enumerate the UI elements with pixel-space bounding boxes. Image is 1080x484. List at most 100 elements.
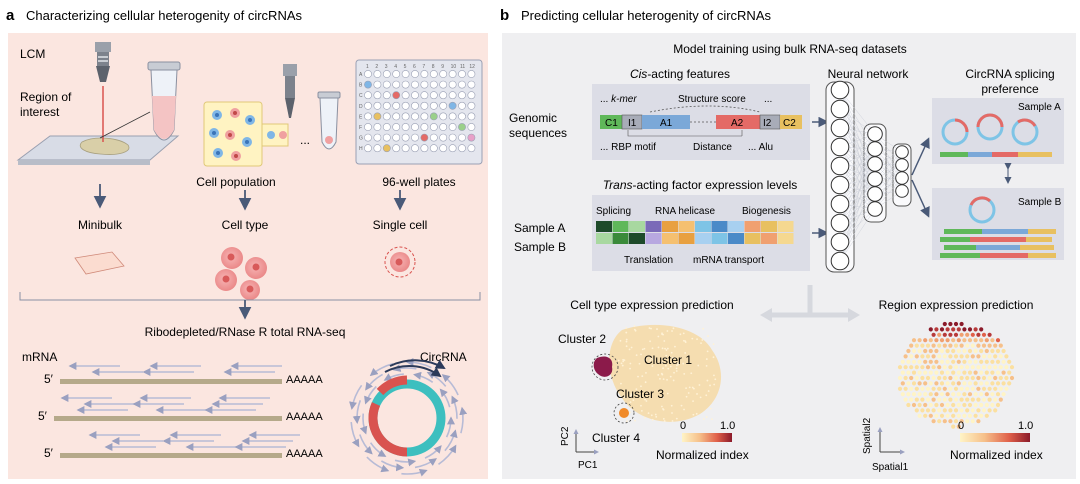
umap-point bbox=[685, 387, 687, 390]
plate-well bbox=[439, 80, 448, 89]
umap-point bbox=[688, 386, 691, 389]
spatial-spot bbox=[931, 386, 936, 391]
umap-point bbox=[679, 333, 682, 336]
umap-point bbox=[682, 339, 685, 342]
umap-point bbox=[675, 367, 678, 370]
plate-well bbox=[439, 112, 448, 121]
spatial-spot bbox=[897, 365, 903, 370]
umap-point bbox=[638, 362, 641, 365]
polya-3: AAAAA bbox=[286, 448, 323, 460]
neural-network-title: Neural network bbox=[828, 67, 910, 81]
umap-point bbox=[641, 375, 644, 378]
umap-point bbox=[669, 365, 672, 368]
spatial-spot bbox=[979, 348, 984, 354]
spatial-spot bbox=[979, 370, 984, 375]
spatial-spot bbox=[1004, 375, 1009, 381]
spatial-spot bbox=[942, 375, 947, 381]
spatial-spot bbox=[965, 386, 970, 391]
spatial-spot bbox=[920, 408, 925, 413]
spatial-spot bbox=[934, 381, 939, 386]
plate-well bbox=[401, 101, 410, 110]
cell-type-label: Cell type bbox=[222, 218, 269, 232]
umap-point bbox=[683, 372, 686, 375]
plate-well bbox=[420, 123, 429, 131]
spatial-spot bbox=[973, 359, 978, 364]
umap-point bbox=[671, 356, 674, 359]
plate-well bbox=[364, 91, 372, 100]
spatial-spot bbox=[945, 392, 950, 397]
umap-point bbox=[620, 382, 622, 385]
spatial-spot bbox=[939, 392, 945, 397]
spatial-spot bbox=[990, 348, 995, 354]
umap-point bbox=[630, 393, 633, 395]
spatial-spot bbox=[984, 359, 989, 364]
umap-point bbox=[651, 418, 654, 421]
plate-well bbox=[392, 91, 401, 100]
spatial-spot bbox=[973, 392, 978, 397]
spatial-spot bbox=[906, 359, 911, 364]
spatial-spot bbox=[937, 354, 942, 359]
circ-read bbox=[459, 406, 468, 434]
spatial-spot bbox=[953, 343, 959, 348]
heatmap-cell bbox=[761, 221, 777, 232]
plate-well bbox=[392, 133, 401, 142]
spatial-spot bbox=[917, 402, 922, 408]
spatial-spot bbox=[962, 327, 967, 332]
spatial-spot bbox=[942, 321, 947, 327]
plate-well bbox=[364, 80, 372, 89]
heatmap-cell bbox=[678, 233, 695, 244]
umap-point bbox=[714, 378, 717, 381]
spatial-spot bbox=[981, 397, 987, 402]
chip-ellipsis: ... bbox=[300, 133, 310, 147]
region-normalized-index: Normalized index bbox=[950, 448, 1043, 462]
umap-point bbox=[712, 343, 715, 346]
spatial-spot bbox=[995, 402, 1001, 408]
spatial-spot bbox=[956, 327, 961, 332]
spatial-spot bbox=[965, 365, 970, 370]
spatial-spot bbox=[1001, 381, 1006, 386]
heatmap-cell bbox=[728, 221, 744, 232]
circ-read bbox=[380, 460, 405, 472]
pref-line1: CircRNA splicing bbox=[965, 67, 1054, 81]
umap-point bbox=[685, 395, 688, 398]
spatial-spot bbox=[979, 338, 984, 343]
umap-point bbox=[713, 383, 716, 386]
neural-network-diagram bbox=[825, 80, 912, 273]
circ-read bbox=[365, 373, 384, 391]
spatial-spot bbox=[917, 392, 922, 397]
spatial-spot bbox=[942, 332, 947, 337]
spatial-spot bbox=[931, 375, 936, 381]
spatial-spot bbox=[956, 402, 961, 408]
spatial-spot bbox=[959, 332, 964, 337]
seq-title: Ribodepleted/RNase R total RNA-seq bbox=[145, 325, 346, 339]
plate-well bbox=[448, 91, 457, 100]
spatial-spot bbox=[942, 354, 947, 359]
spatial-spot bbox=[984, 413, 989, 418]
seg-a2: A2 bbox=[731, 118, 744, 129]
umap-point bbox=[705, 365, 708, 367]
plate-col-label: 10 bbox=[451, 64, 457, 70]
polya-2: AAAAA bbox=[286, 411, 323, 423]
spatial-spot bbox=[993, 343, 998, 348]
region-scale-max: 1.0 bbox=[1018, 420, 1033, 432]
umap-point bbox=[682, 362, 685, 365]
umap-point bbox=[625, 327, 628, 329]
spatial-spot bbox=[917, 413, 922, 418]
umap-point bbox=[702, 418, 705, 420]
cluster1-label: Cluster 1 bbox=[644, 353, 692, 367]
spatial-spot bbox=[993, 354, 998, 359]
spatial-spot bbox=[990, 370, 995, 375]
spatial-spot bbox=[920, 375, 925, 381]
umap-point bbox=[678, 361, 680, 364]
circ-read bbox=[438, 444, 457, 465]
spatial-spot bbox=[911, 370, 917, 375]
spatial-spot bbox=[970, 419, 975, 424]
mrna-transcript bbox=[60, 379, 282, 384]
umap-point bbox=[665, 354, 668, 357]
umap-point bbox=[661, 333, 664, 336]
spatial-spot bbox=[928, 402, 933, 408]
spatial-spot bbox=[937, 365, 942, 370]
spatial-spot bbox=[990, 381, 995, 386]
mrna-transcript bbox=[60, 453, 282, 458]
spatial-spot bbox=[951, 359, 956, 364]
